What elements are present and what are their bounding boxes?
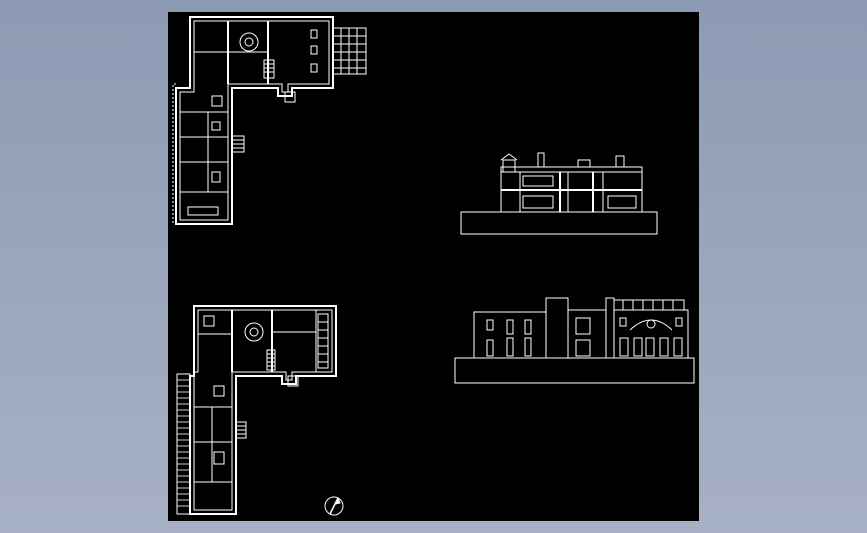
north-arrow-icon [324, 496, 344, 516]
cad-drawing [172, 16, 695, 516]
section-elevation[interactable] [460, 152, 658, 235]
front-elevation[interactable] [454, 297, 695, 384]
floor-plan-upper[interactable] [172, 16, 367, 225]
drawing-canvas[interactable] [168, 12, 699, 521]
floor-plan-lower[interactable] [176, 305, 337, 515]
